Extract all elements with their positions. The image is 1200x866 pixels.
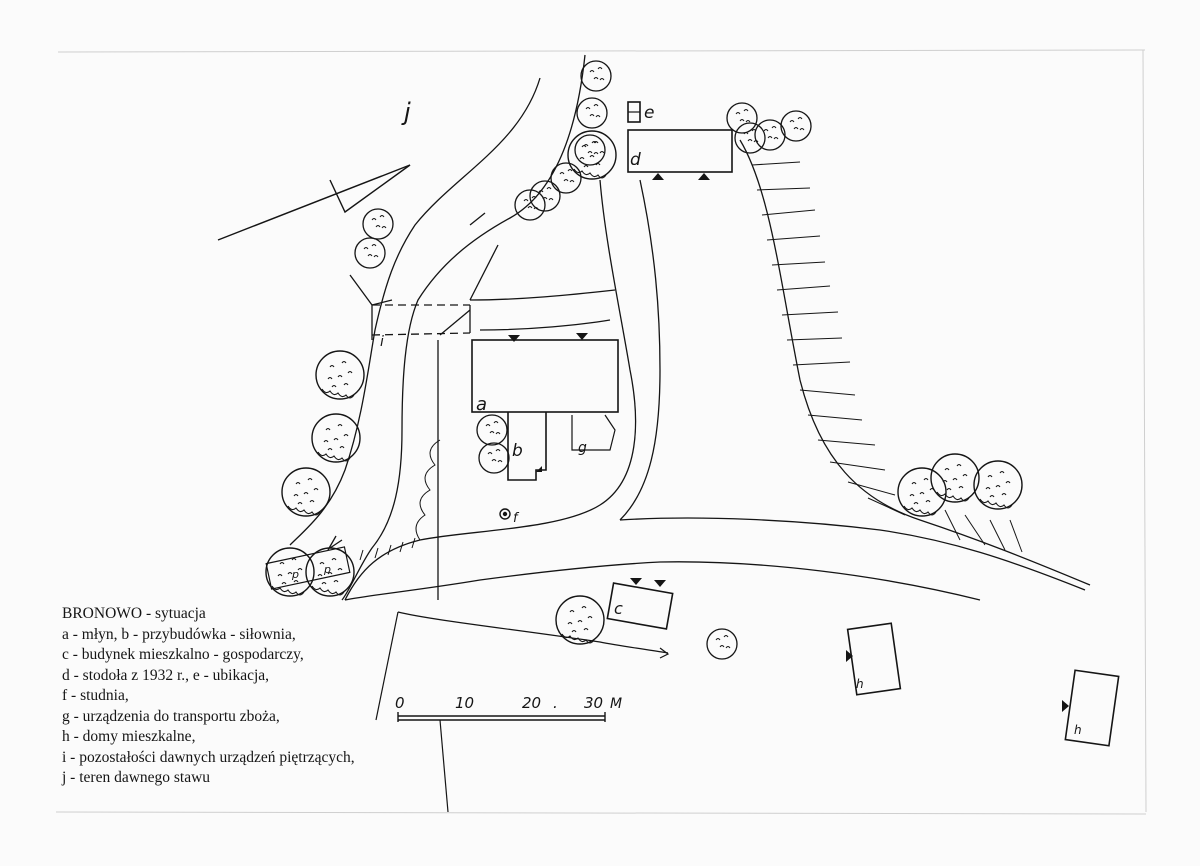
label-e: e	[644, 103, 654, 123]
label-h1: h	[856, 677, 864, 691]
slope-hatching	[751, 161, 1023, 553]
building-h2	[1064, 669, 1120, 747]
label-p1: p	[291, 568, 299, 581]
sheet-border	[55, 49, 1147, 815]
structure-g	[571, 414, 616, 451]
legend-line-j: j - teren dawnego stawu	[62, 769, 211, 786]
buildings	[265, 101, 1120, 747]
legend-line-d-e: d - stodoła z 1932 r., e - ubikacja,	[62, 666, 270, 684]
legend-title: BRONOWO - sytuacja	[62, 605, 206, 622]
building-c	[606, 582, 674, 630]
scale-unit: M	[610, 696, 622, 712]
label-a: a	[476, 394, 487, 415]
legend-line-f: f - studnia,	[62, 687, 129, 704]
scale-bar: 0 10 20 . 30 M	[395, 694, 622, 722]
label-i: i	[380, 334, 384, 350]
legend-line-c: c - budynek mieszkalno - gospodarczy,	[62, 646, 304, 663]
label-j: j	[401, 98, 411, 126]
label-p2: p	[323, 563, 331, 576]
label-f: f	[513, 511, 520, 526]
grass-strip	[359, 439, 441, 561]
stream-banks	[289, 54, 586, 601]
legend-line-i: i - pozostałości dawnych urządzeń piętrz…	[62, 748, 355, 766]
weir-structure	[349, 244, 499, 600]
building-d	[627, 129, 733, 173]
scale-dot: .	[553, 694, 558, 712]
well-symbol	[499, 508, 511, 520]
legend-line-a-b: a - młyn, b - przybudówka - siłownia,	[62, 625, 296, 643]
letter-labels: a b c d e f g h h i j p p	[291, 98, 1082, 737]
legend: BRONOWO - sytuacja a - młyn, b - przybud…	[62, 604, 422, 789]
label-h2: h	[1074, 723, 1082, 737]
building-a	[471, 339, 619, 413]
garden-plot	[265, 546, 351, 590]
trees	[265, 60, 1023, 660]
building-b	[507, 412, 547, 481]
north-arrow	[217, 164, 411, 241]
legend-line-g: g - urządzenia do transportu zboża,	[62, 707, 280, 725]
label-d: d	[630, 150, 641, 170]
road-system	[344, 139, 1091, 601]
entrance-markers	[508, 173, 1069, 712]
label-c: c	[614, 599, 623, 618]
label-g: g	[578, 440, 587, 456]
scale-tick-30: 30	[584, 694, 603, 712]
building-h1	[846, 622, 902, 696]
legend-line-h: h - domy mieszkalne,	[62, 728, 196, 745]
label-b: b	[512, 441, 523, 461]
scale-tick-0: 0	[395, 694, 405, 712]
scale-tick-10: 10	[455, 694, 474, 712]
scale-tick-20: 20	[522, 694, 541, 712]
